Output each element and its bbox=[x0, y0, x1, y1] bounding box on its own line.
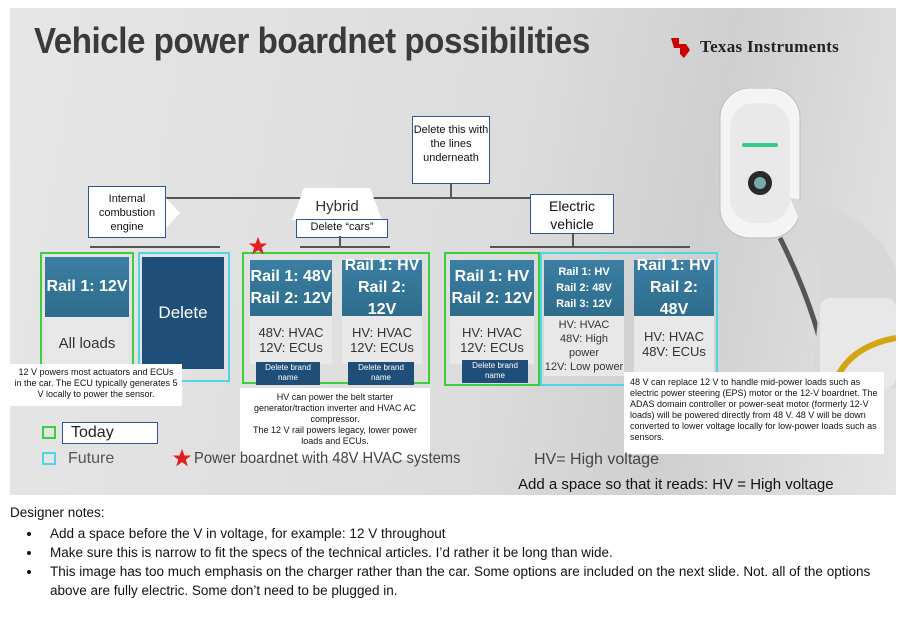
load-label: All loads bbox=[58, 334, 116, 352]
ti-logo: Texas Instruments bbox=[668, 34, 839, 60]
designer-notes-list: Add a space before the V in voltage, for… bbox=[10, 524, 890, 600]
connector bbox=[450, 184, 452, 198]
legend-star-label: Power boardnet with 48V HVAC systems bbox=[194, 450, 461, 467]
connector bbox=[90, 246, 220, 248]
connector bbox=[339, 236, 341, 246]
hybrid-note: HV can power the belt starter generator/… bbox=[240, 388, 430, 460]
load-label: HV: HVAC 12V: ECUs bbox=[460, 325, 524, 355]
delete-brand-tag: Delete brand name bbox=[348, 362, 414, 385]
load-label: HV: HVAC 48V: High power 12V: Low power bbox=[544, 319, 624, 373]
load-label: 48V: HVAC 12V: ECUs bbox=[258, 325, 324, 355]
star-icon bbox=[248, 236, 268, 255]
legend-today-swatch bbox=[42, 426, 56, 439]
rail-label: Rail 1: HV Rail 2: 12V bbox=[450, 260, 534, 316]
hybrid-delete-note: Delete “cars” bbox=[296, 219, 388, 238]
delete-callout: Delete this with the lines underneath bbox=[412, 116, 490, 184]
texas-instruments-icon bbox=[671, 38, 690, 58]
designer-notes: Designer notes: Add a space before the V… bbox=[10, 503, 890, 600]
list-item: Make sure this is narrow to fit the spec… bbox=[42, 543, 890, 562]
today-frame bbox=[242, 252, 430, 384]
category-hybrid: Hybrid bbox=[315, 198, 359, 215]
list-item: Add a space before the V in voltage, for… bbox=[42, 524, 890, 543]
rail-label: Rail 1: HV Rail 2: 48V bbox=[634, 257, 714, 318]
future-frame bbox=[138, 252, 230, 382]
rail-label: Rail 1: 12V bbox=[45, 257, 129, 317]
slide-title: Vehicle power boardnet possibilities bbox=[34, 20, 590, 61]
delete-callout-text: Delete this with the lines underneath bbox=[413, 124, 489, 164]
card-hybrid-hv: Rail 1: HV Rail 2: 12V HV: HVAC 12V: ECU… bbox=[342, 257, 422, 364]
category-ice: Internal combustion engine bbox=[88, 186, 166, 238]
connector bbox=[300, 246, 390, 248]
rail-label: Rail 1: 48V Rail 2: 12V bbox=[250, 260, 332, 316]
chevron-right-icon bbox=[166, 198, 180, 228]
load-label: HV: HVAC 12V: ECUs bbox=[350, 325, 414, 355]
rail-label: Rail 1: HV Rail 2: 48V Rail 3: 12V bbox=[544, 260, 624, 316]
connector bbox=[490, 246, 690, 248]
card-ice-12v: Rail 1: 12V All loads bbox=[45, 257, 129, 369]
legend-future-swatch bbox=[42, 452, 56, 465]
ice-note: 12 V powers most actuators and ECUs in t… bbox=[10, 364, 182, 406]
connector bbox=[572, 234, 574, 246]
star-icon bbox=[172, 448, 192, 467]
delete-card: Delete bbox=[142, 257, 224, 369]
legend-today-label: Today bbox=[62, 422, 158, 444]
slide-image: Vehicle power boardnet possibilities Tex… bbox=[10, 8, 896, 495]
card-ev-hv-48v: Rail 1: HV Rail 2: 48V HV: HVAC 48V: ECU… bbox=[634, 257, 714, 372]
legend-hv-label: HV= High voltage bbox=[534, 451, 659, 468]
ti-wordmark: Texas Instruments bbox=[700, 37, 840, 56]
legend-future-label: Future bbox=[68, 450, 115, 467]
card-hybrid-48v: Rail 1: 48V Rail 2: 12V 48V: HVAC 12V: E… bbox=[250, 260, 332, 364]
rail-label: Rail 1: HV Rail 2: 12V bbox=[342, 257, 422, 318]
hybrid-arrow-shape bbox=[292, 188, 382, 220]
delete-brand-tag: Delete brand name bbox=[462, 360, 528, 383]
card-ev-hv-12v: Rail 1: HV Rail 2: 12V HV: HVAC 12V: ECU… bbox=[450, 260, 534, 364]
ev-note: 48 V can replace 12 V to handle mid-powe… bbox=[624, 372, 884, 454]
category-ev: Electric vehicle bbox=[530, 194, 614, 234]
today-frame bbox=[444, 252, 540, 386]
list-item: This image has too much emphasis on the … bbox=[42, 562, 890, 600]
designer-notes-heading: Designer notes: bbox=[10, 505, 105, 520]
delete-brand-tag: Delete brand name bbox=[256, 362, 320, 385]
card-ev-three-rail: Rail 1: HV Rail 2: 48V Rail 3: 12V HV: H… bbox=[544, 260, 624, 376]
load-label: HV: HVAC 48V: ECUs bbox=[642, 329, 706, 359]
hv-comment: Add a space so that it reads: HV = High … bbox=[518, 476, 834, 493]
